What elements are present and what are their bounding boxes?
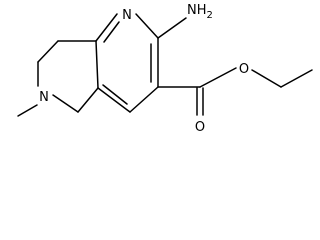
- bond-c8a-n1: [95, 13, 118, 42]
- bond-c8a-n1-inner: [103, 21, 120, 43]
- bond-n6-methyl: [17, 104, 38, 117]
- ring-nitrogen-1-label: N: [122, 8, 132, 23]
- amino-group-label: NH2: [187, 3, 213, 21]
- bond-c4-c4a-inner: [102, 84, 128, 105]
- bond-c5-c4a: [77, 87, 99, 113]
- bond-c3-c4: [129, 86, 159, 113]
- bond-n1-c2: [135, 13, 159, 39]
- bond-c4a-c8a: [95, 40, 99, 89]
- bond-n6-c5: [52, 94, 79, 113]
- bond-c8-c7: [37, 40, 59, 63]
- bond-ester-o-ch2: [251, 69, 282, 88]
- ring-nitrogen-6-label: N: [39, 90, 49, 105]
- subscript: 2: [207, 10, 213, 21]
- bond-carbonyl-ester-o: [199, 67, 237, 88]
- carbonyl-oxygen-label: O: [195, 120, 205, 135]
- structure-diagram: N NH2 N O O: [17, 3, 313, 135]
- bond-ch2-ch3: [280, 69, 313, 88]
- ester-oxygen-label: O: [239, 62, 249, 77]
- bond-c2-amino: [157, 17, 187, 39]
- bond-c4-c4a: [97, 87, 131, 113]
